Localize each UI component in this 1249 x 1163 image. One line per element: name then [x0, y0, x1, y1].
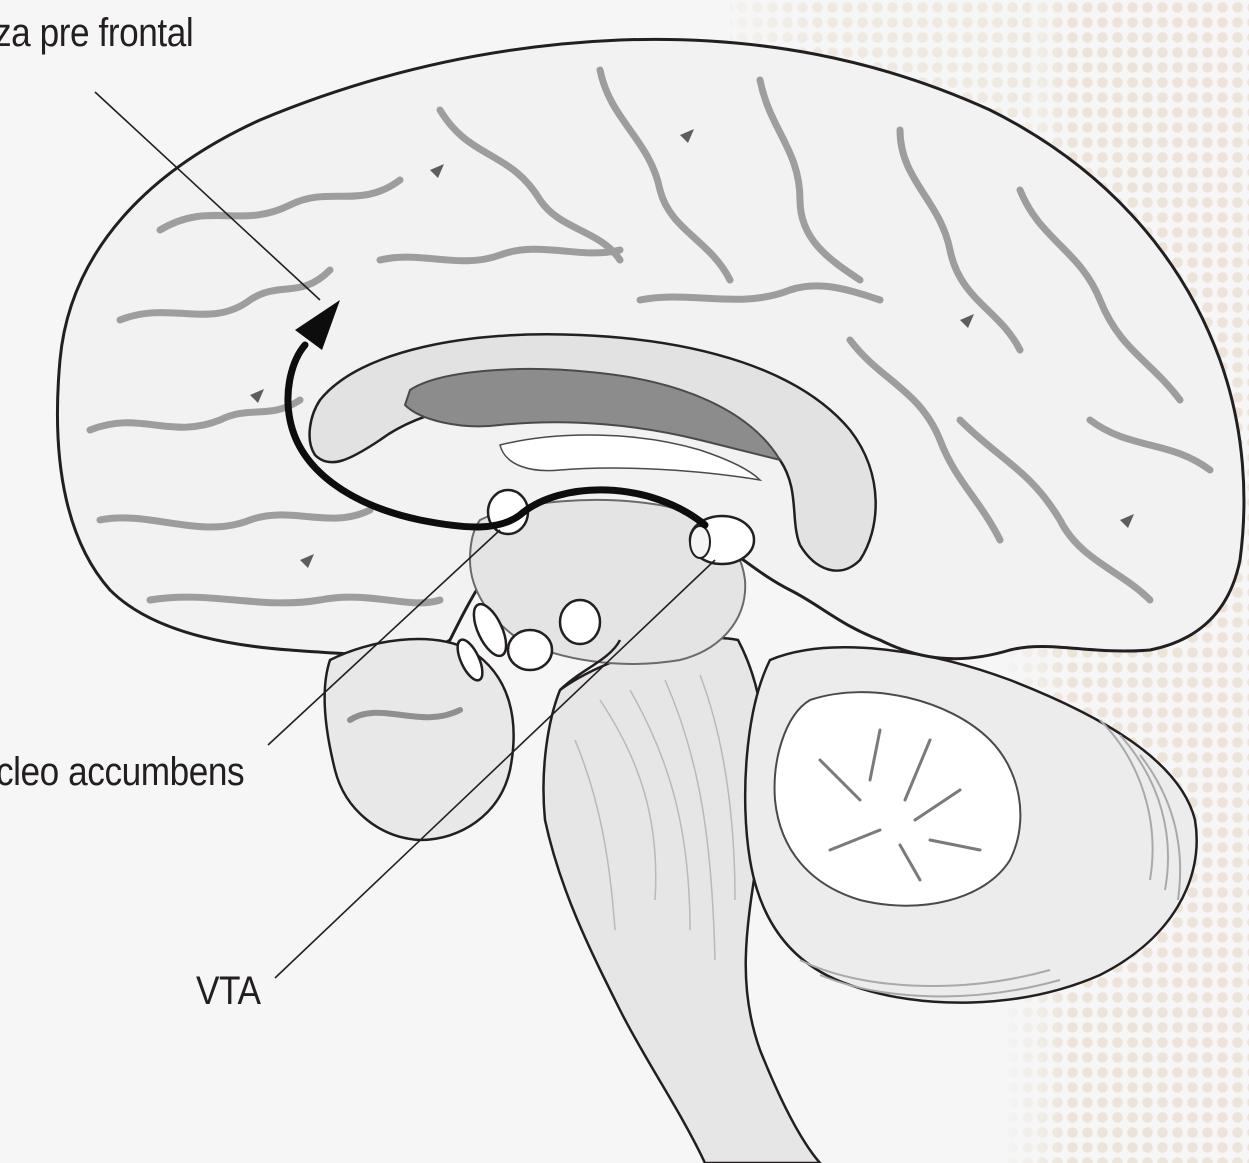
label-vta: VTA: [196, 971, 261, 1011]
label-prefrontal-cortex: za pre frontal: [0, 13, 193, 53]
temporal-lobe: [325, 639, 514, 840]
label-nucleus-accumbens: cleo accumbens: [0, 752, 244, 792]
